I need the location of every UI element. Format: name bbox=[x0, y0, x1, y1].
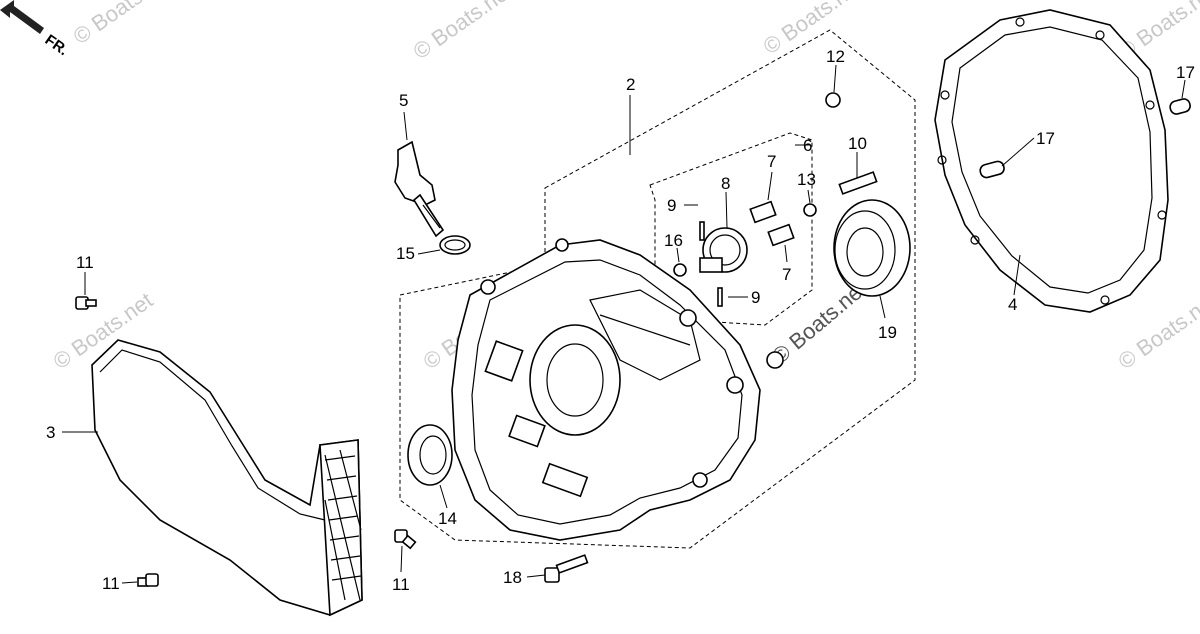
o-ring-15 bbox=[439, 235, 471, 255]
arrow-icon bbox=[0, 0, 44, 34]
callout-18: 18 bbox=[503, 568, 522, 587]
callout-3: 3 bbox=[46, 423, 55, 442]
bolt-11-a bbox=[75, 296, 97, 310]
bolt-18 bbox=[544, 554, 589, 583]
callout-10: 10 bbox=[848, 134, 867, 153]
group-boundary-2 bbox=[399, 29, 916, 549]
callout-14: 14 bbox=[438, 509, 457, 528]
bolt-11-c bbox=[137, 573, 159, 587]
ball-bearing bbox=[833, 199, 911, 297]
bolt-11-b bbox=[394, 529, 417, 550]
fan-shroud bbox=[91, 339, 363, 617]
watermark: © Boats.net bbox=[409, 0, 518, 64]
callout-11c: 11 bbox=[102, 574, 120, 593]
callout-8: 8 bbox=[721, 174, 730, 193]
watermark: © Boats.net bbox=[1114, 287, 1200, 374]
dowel-pins bbox=[979, 98, 1191, 179]
callout-2: 2 bbox=[626, 75, 635, 94]
leader-lines bbox=[62, 64, 1186, 584]
callout-12: 12 bbox=[826, 47, 845, 66]
gasket bbox=[934, 9, 1169, 313]
front-direction-arrow: FR. bbox=[0, 0, 71, 59]
callout-9: 9 bbox=[667, 196, 676, 215]
callout-19: 19 bbox=[878, 323, 897, 342]
group-boundary-6 bbox=[649, 132, 813, 326]
crankcase-cover bbox=[451, 238, 761, 541]
callout-5: 5 bbox=[399, 91, 408, 110]
watermark: © Boats.net bbox=[69, 0, 178, 49]
watermark: © Boats.net bbox=[759, 0, 868, 59]
callout-7: 7 bbox=[767, 152, 776, 171]
callout-16: 16 bbox=[664, 231, 683, 250]
callout-6: 6 bbox=[803, 136, 812, 155]
callouts: 2 5 12 6 7 8 9 10 13 16 7 9 19 15 11 3 1… bbox=[46, 47, 1195, 594]
callout-17b: 17 bbox=[1176, 63, 1195, 82]
callout-7b: 7 bbox=[782, 265, 791, 284]
oil-seal bbox=[407, 424, 453, 486]
governor-assembly bbox=[673, 92, 878, 369]
callout-17a: 17 bbox=[1036, 129, 1055, 148]
callout-4: 4 bbox=[1008, 295, 1017, 314]
callout-13: 13 bbox=[797, 170, 816, 189]
front-label: FR. bbox=[42, 31, 72, 59]
callout-9b: 9 bbox=[751, 288, 760, 307]
oil-filler-cap bbox=[394, 140, 445, 238]
callout-11b: 11 bbox=[392, 575, 410, 594]
callout-11a: 11 bbox=[76, 253, 94, 272]
callout-15: 15 bbox=[396, 244, 415, 263]
